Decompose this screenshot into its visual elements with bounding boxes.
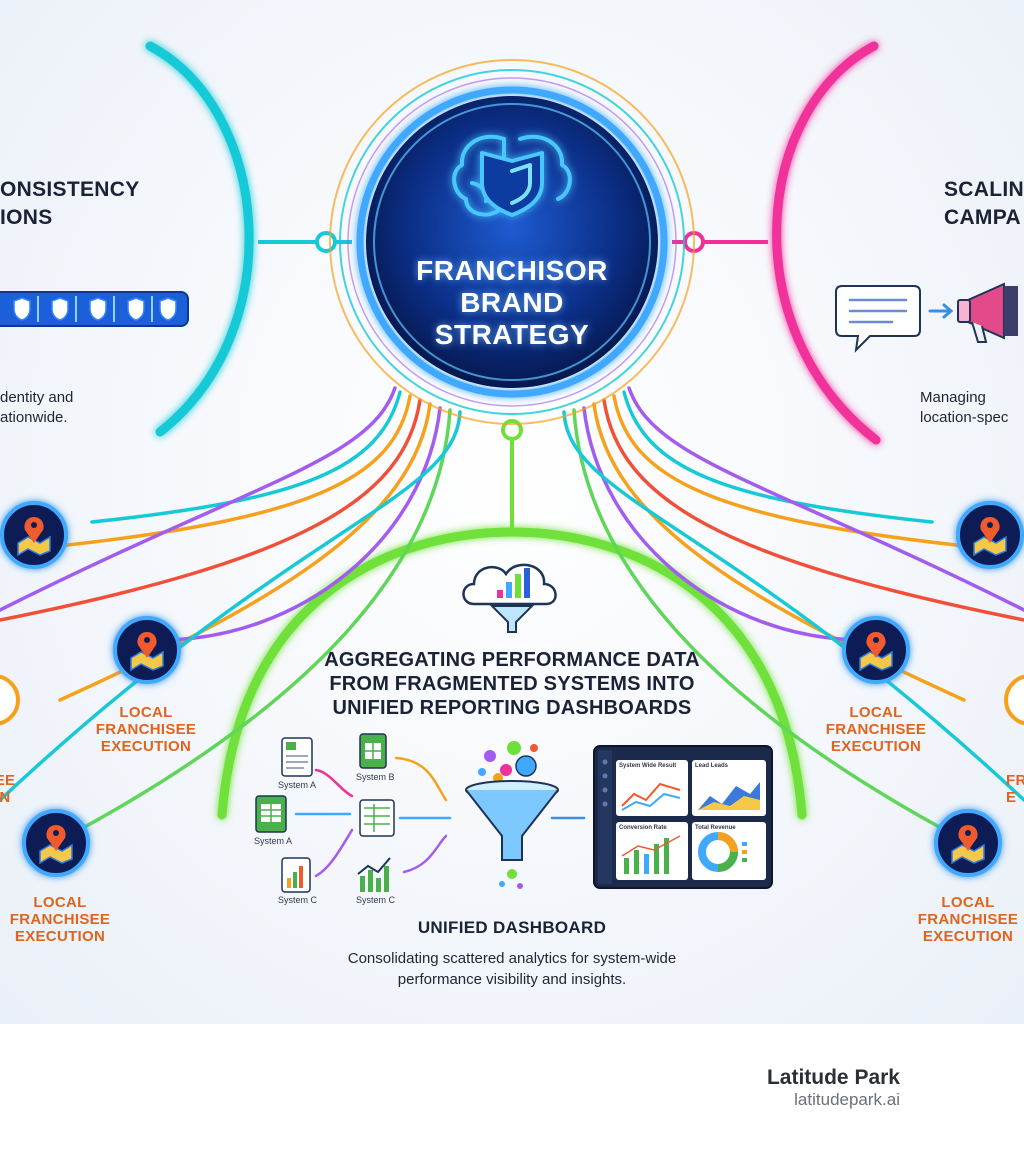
map-pin-node-4 [956,501,1024,569]
franchisee-line2: FRANCHISEE [917,911,1019,928]
partial-label-right: FR E [1006,772,1024,806]
franchisee-line2: FRANCHISEE [95,721,197,738]
franchisee-line3: EXECUTION [830,738,922,755]
brand-footer: Latitude Park latitudepark.ai [700,1066,900,1110]
partial-left-line2: N [0,789,11,806]
shield-chain [0,291,189,327]
franchisee-label: LOCAL FRANCHISEE EXECUTION [816,704,936,755]
map-pin-node-2 [113,616,181,684]
bar-chart-icon [357,857,391,892]
partial-left-line1: EE [0,772,16,789]
hub-circle [366,96,658,388]
unified-desc-line2: performance visibility and insights. [397,971,627,988]
map-pin-node-5 [842,616,910,684]
franchisee-line3: EXECUTION [922,928,1014,945]
pink-right-arc [772,41,881,445]
system-label: System B [356,772,395,782]
megaphone-icon [957,282,1018,343]
right-panel-heading: SCALIN CAMPA [944,176,1024,232]
cloud-chart-icon [462,563,557,633]
unified-dashboard-title: UNIFIED DASHBOARD [417,918,607,937]
unified-desc-line1: Consolidating scattered analytics for sy… [347,950,677,967]
right-desc-line2: location-spec [920,409,1009,426]
left-heading-line2: IONS [0,206,53,229]
franchisee-line2: FRANCHISEE [825,721,927,738]
map-pin-node-6 [934,809,1002,877]
bottom-connector-node [501,419,523,441]
spreadsheet-icon [359,733,387,769]
franchisee-line1: LOCAL [33,894,87,911]
infographic-canvas: FRANCHISOR BRAND STRATEGY ONSISTENCY ION… [0,0,1024,1024]
hub-outer-ring-3 [347,77,677,407]
spreadsheet-icon [255,795,287,833]
right-panel-description: Managing location-spec [920,388,1024,428]
aggregation-title-line3: UNIFIED REPORTING DASHBOARDS [332,697,692,719]
dashboard-panel-label: Lead Leads [695,763,729,769]
infographic-artwork [0,41,1024,893]
system-label: System A [254,836,293,846]
franchisee-line3: EXECUTION [14,928,106,945]
franchisee-label: LOCAL FRANCHISEE EXECUTION [0,894,120,945]
hub-glow-ring [356,86,668,398]
system-label: System A [278,780,317,790]
right-desc-line1: Managing [920,389,986,406]
edge-node-right [1004,674,1024,726]
bar-chart-icon [281,857,311,893]
franchisee-line3: EXECUTION [100,738,192,755]
hub-inner-ring [373,103,651,381]
teal-left-arc [145,41,254,437]
franchisee-label: LOCAL FRANCHISEE EXECUTION [86,704,206,755]
system-label: System C [278,895,318,905]
map-pin-node-3 [22,809,90,877]
left-heading-line1: ONSISTENCY [0,178,140,201]
right-heading-line1: SCALIN [944,178,1024,201]
right-heading-line2: CAMPA [944,206,1021,229]
edge-node-left [0,674,20,726]
partial-right-line2: E [1006,789,1017,806]
franchisee-line1: LOCAL [849,704,903,721]
hub-outer-ring [329,59,695,425]
left-desc-line2: ationwide. [0,409,68,426]
left-desc-line1: dentity and [0,389,74,406]
dashboard-panel-label: Conversion Rate [619,825,667,831]
franchisee-label: LOCAL FRANCHISEE EXECUTION [908,894,1024,945]
left-connector-node [315,231,337,253]
arrow-icon [928,303,954,319]
system-label: System C [356,895,396,905]
left-panel-heading: ONSISTENCY IONS [0,176,170,232]
brand-url[interactable]: latitudepark.ai [794,1090,900,1109]
franchisee-line1: LOCAL [941,894,995,911]
aggregation-title-line2: FROM FRAGMENTED SYSTEMS INTO [329,673,695,695]
aggregation-title: AGGREGATING PERFORMANCE DATA FROM FRAGME… [252,648,772,720]
funnel-icon [465,741,559,889]
brand-name: Latitude Park [766,1066,900,1089]
map-pin-node-1 [0,501,68,569]
flow-arrows [294,756,586,878]
partial-right-line1: FR [1006,772,1024,789]
hub-outer-ring-2 [339,69,685,415]
dashboard-panel-label: System Wide Result [619,763,677,769]
dashboard-panel-label: Total Revenue [695,825,736,831]
unified-dashboard-description: Consolidating scattered analytics for sy… [292,948,732,990]
franchisee-line1: LOCAL [119,704,173,721]
dashboard-icon [593,745,773,889]
spreadsheet-icon [281,737,313,777]
franchisee-line2: FRANCHISEE [9,911,111,928]
left-panel-description: dentity and ationwide. [0,388,110,428]
hub-title: FRANCHISOR BRAND STRATEGY [416,255,608,350]
spreadsheet-icon [359,799,395,837]
aggregation-title-line1: AGGREGATING PERFORMANCE DATA [324,649,700,671]
brain-shield-icon [452,134,572,217]
chat-bubble-icon [835,285,921,353]
partial-label-left: EE N [0,772,20,806]
